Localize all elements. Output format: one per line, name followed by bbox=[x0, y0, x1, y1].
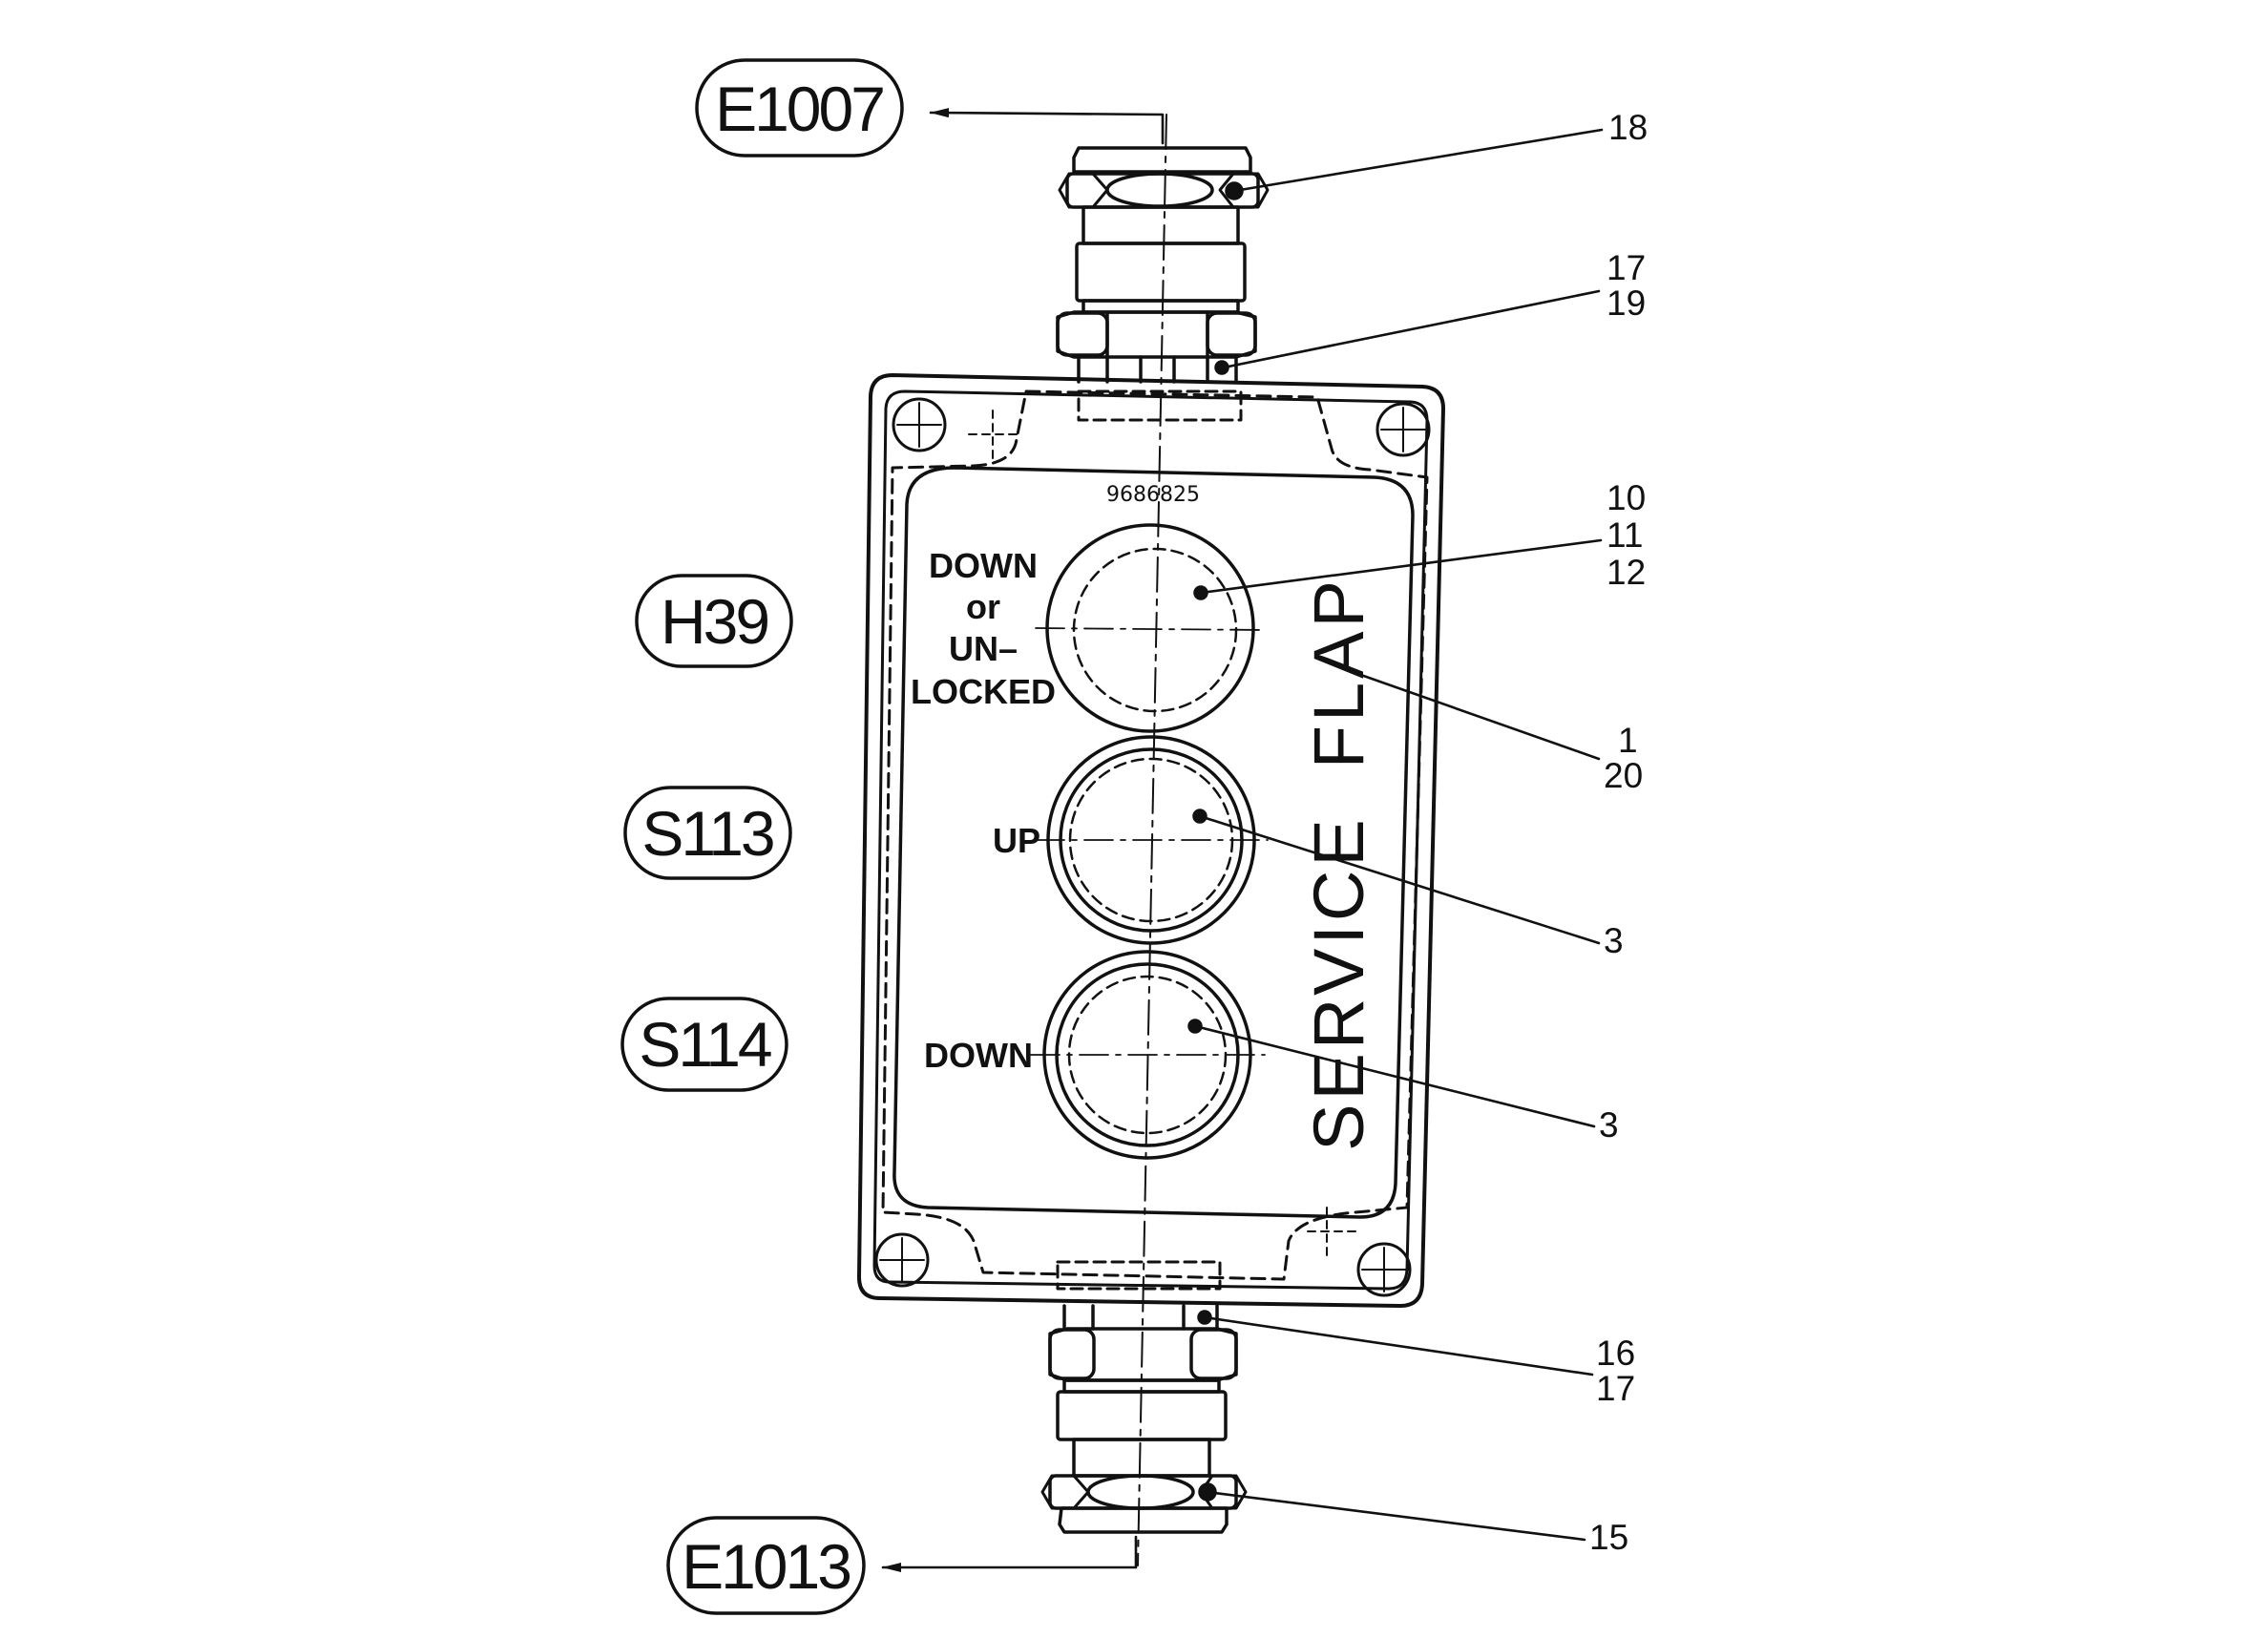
tag-e1013: E1013 bbox=[666, 1516, 866, 1615]
mounting-hole-bottom-left bbox=[874, 1232, 930, 1288]
enclosure-inner-rim bbox=[872, 389, 1429, 1291]
indicator-lamp-h39 bbox=[1045, 523, 1255, 733]
leader-16-17 bbox=[1203, 1315, 1594, 1376]
callout-11: 11 bbox=[1606, 515, 1643, 555]
mounting-hole-top-left bbox=[892, 397, 1018, 459]
leader-17-19 bbox=[1222, 289, 1601, 369]
enclosure-outer bbox=[857, 373, 1445, 1308]
callout-3-up: 3 bbox=[1604, 921, 1624, 960]
mounting-hole-top-right bbox=[1376, 402, 1431, 457]
callout-10: 10 bbox=[1606, 478, 1646, 517]
top-gland-hex-nut bbox=[1056, 310, 1257, 359]
tag-h39: H39 bbox=[635, 574, 793, 668]
lamp-label-line-1: DOWN bbox=[929, 546, 1038, 585]
arrow-to-e1007 bbox=[929, 108, 1165, 145]
vertical-centerline bbox=[1137, 114, 1167, 1566]
up-label: UP bbox=[993, 821, 1040, 860]
tag-e1007-label: E1007 bbox=[715, 74, 883, 144]
leader-15 bbox=[1206, 1490, 1586, 1542]
callout-12: 12 bbox=[1606, 553, 1646, 592]
panel-text: 9686825 DOWN or UN– LOCKED UP DOWN SERVI… bbox=[911, 483, 1378, 1151]
leader-10-11-12 bbox=[1199, 538, 1603, 595]
callout-1: 1 bbox=[1618, 721, 1638, 760]
leader-3-up bbox=[1198, 814, 1601, 945]
callout-17-top: 17 bbox=[1606, 248, 1646, 287]
arrow-to-e1013 bbox=[881, 1535, 1138, 1572]
bottom-gland-cap bbox=[1058, 1506, 1228, 1534]
lamp-label-line-4: LOCKED bbox=[911, 672, 1056, 711]
part-number: 9686825 bbox=[1106, 483, 1200, 507]
callout-18: 18 bbox=[1608, 108, 1648, 147]
top-cable-gland bbox=[1056, 146, 1270, 384]
callout-3-down: 3 bbox=[1599, 1105, 1619, 1145]
mounting-hole-bottom-right bbox=[1307, 1207, 1412, 1297]
lamp-label-line-2: or bbox=[966, 587, 1000, 626]
lamp-label-line-3: UN– bbox=[949, 629, 1018, 668]
leader-1-20 bbox=[1354, 671, 1601, 761]
callout-20: 20 bbox=[1604, 756, 1643, 795]
callout-16: 16 bbox=[1596, 1334, 1635, 1373]
down-label: DOWN bbox=[924, 1036, 1033, 1075]
tag-e1007: E1007 bbox=[695, 58, 904, 158]
tag-s113-label: S113 bbox=[641, 798, 773, 869]
callout-17-bottom: 17 bbox=[1596, 1369, 1635, 1408]
leader-lines bbox=[1193, 128, 1604, 1542]
bottom-cable-gland bbox=[1040, 1304, 1248, 1534]
tag-e1013-label: E1013 bbox=[682, 1531, 850, 1602]
tag-s114: S114 bbox=[620, 997, 788, 1092]
enclosure-gasket bbox=[881, 389, 1429, 1281]
bottom-entry-recess bbox=[1056, 1260, 1222, 1291]
callout-numbers: 18 17 19 10 11 12 1 20 3 3 16 17 15 bbox=[1589, 108, 1648, 1557]
leader-18 bbox=[1232, 128, 1604, 193]
switch-enclosure bbox=[857, 373, 1445, 1308]
tag-h39-label: H39 bbox=[661, 586, 767, 657]
tag-s113: S113 bbox=[623, 786, 792, 880]
callout-15: 15 bbox=[1589, 1518, 1628, 1557]
tag-s114-label: S114 bbox=[639, 1009, 771, 1080]
callout-19: 19 bbox=[1606, 284, 1646, 323]
connection-arrows bbox=[881, 108, 1165, 1572]
service-flap-label: SERVICE FLAP bbox=[1299, 577, 1378, 1151]
top-gland-cap bbox=[1072, 146, 1252, 174]
leader-3-down bbox=[1193, 1024, 1596, 1128]
